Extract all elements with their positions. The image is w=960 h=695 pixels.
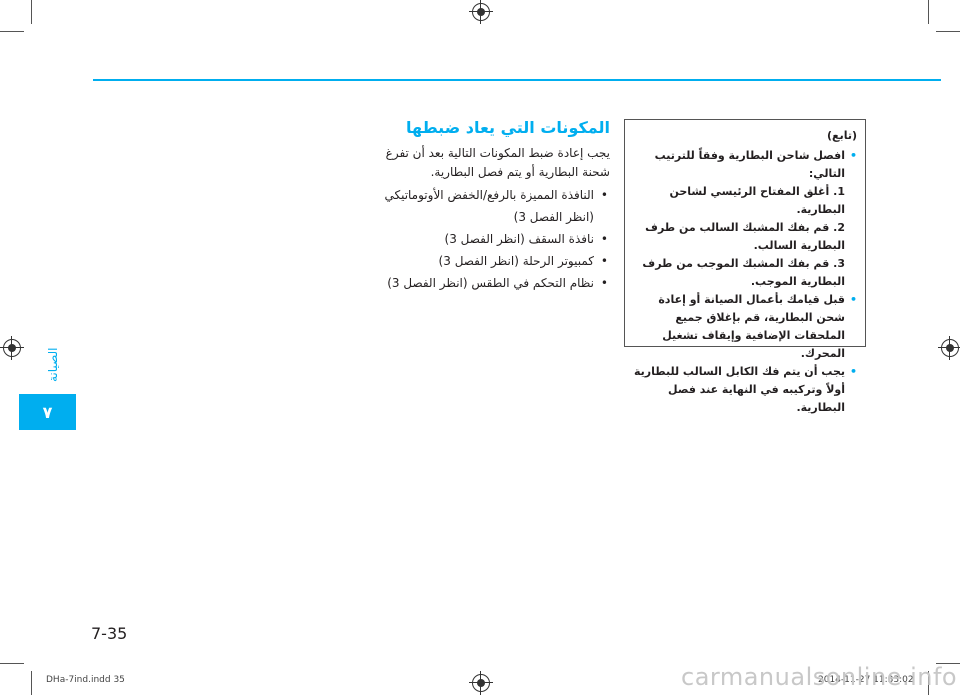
chapter-label: الصيانة <box>46 347 60 383</box>
registration-mark-icon <box>938 336 960 360</box>
crop-mark <box>31 0 32 24</box>
crop-mark <box>0 663 24 664</box>
crop-mark <box>928 671 929 695</box>
notice-item: افصل شاحن البطارية وفقاً للترتيب التالي:… <box>633 147 857 291</box>
registration-mark-icon <box>469 671 493 695</box>
crop-mark <box>928 0 929 24</box>
crop-mark <box>0 31 24 32</box>
notice-item-text: افصل شاحن البطارية وفقاً للترتيب التالي: <box>654 149 845 180</box>
section-intro: يجب إعادة ضبط المكونات التالية بعد أن تف… <box>385 146 610 179</box>
notice-box: (تابع) افصل شاحن البطارية وفقاً للترتيب … <box>624 119 866 414</box>
notice-list: افصل شاحن البطارية وفقاً للترتيب التالي:… <box>633 147 857 417</box>
registration-mark-icon <box>0 336 24 360</box>
reset-components-section: المكونات التي يعاد ضبطها يجب إعادة ضبط ا… <box>360 118 610 294</box>
list-item: نافذة السقف (انظر الفصل 3) <box>360 228 610 250</box>
list-item: النافذة المميزة بالرفع/الخفض الأوتوماتيك… <box>360 184 610 228</box>
notice-item: يجب أن يتم فك الكابل السالب للبطارية أول… <box>633 363 857 417</box>
page-number: 7-35 <box>91 624 128 643</box>
crop-mark <box>31 671 32 695</box>
section-title: المكونات التي يعاد ضبطها <box>406 118 610 137</box>
notice-step: 3. قم بفك المشبك الموجب من طرف البطارية … <box>642 257 845 288</box>
reset-list: النافذة المميزة بالرفع/الخفض الأوتوماتيك… <box>360 184 610 294</box>
crop-mark <box>936 31 960 32</box>
notice-step: 1. أغلق المفتاح الرئيسي لشاحن البطارية. <box>669 185 845 216</box>
list-item: كمبيوتر الرحلة (انظر الفصل 3) <box>360 250 610 272</box>
list-item: نظام التحكم في الطقس (انظر الفصل 3) <box>360 272 610 294</box>
notice-step: 2. قم بفك المشبك السالب من طرف البطارية … <box>645 221 845 252</box>
registration-mark-icon <box>469 0 493 24</box>
footer-timestamp: 2014-11-27 11:33:02 <box>818 675 914 685</box>
crop-mark <box>936 663 960 664</box>
notice-item: قبل قيامك بأعمال الصيانة أو إعادة شحن ال… <box>633 291 857 363</box>
header-rule <box>93 79 941 81</box>
watermark: carmanualsonline.info <box>681 663 958 691</box>
footer-file: DHa-7ind.indd 35 <box>46 675 125 685</box>
chapter-tab: ٧ <box>19 394 76 430</box>
notice-steps: 1. أغلق المفتاح الرئيسي لشاحن البطارية. … <box>633 183 845 291</box>
notice-title: (تابع) <box>827 129 857 142</box>
